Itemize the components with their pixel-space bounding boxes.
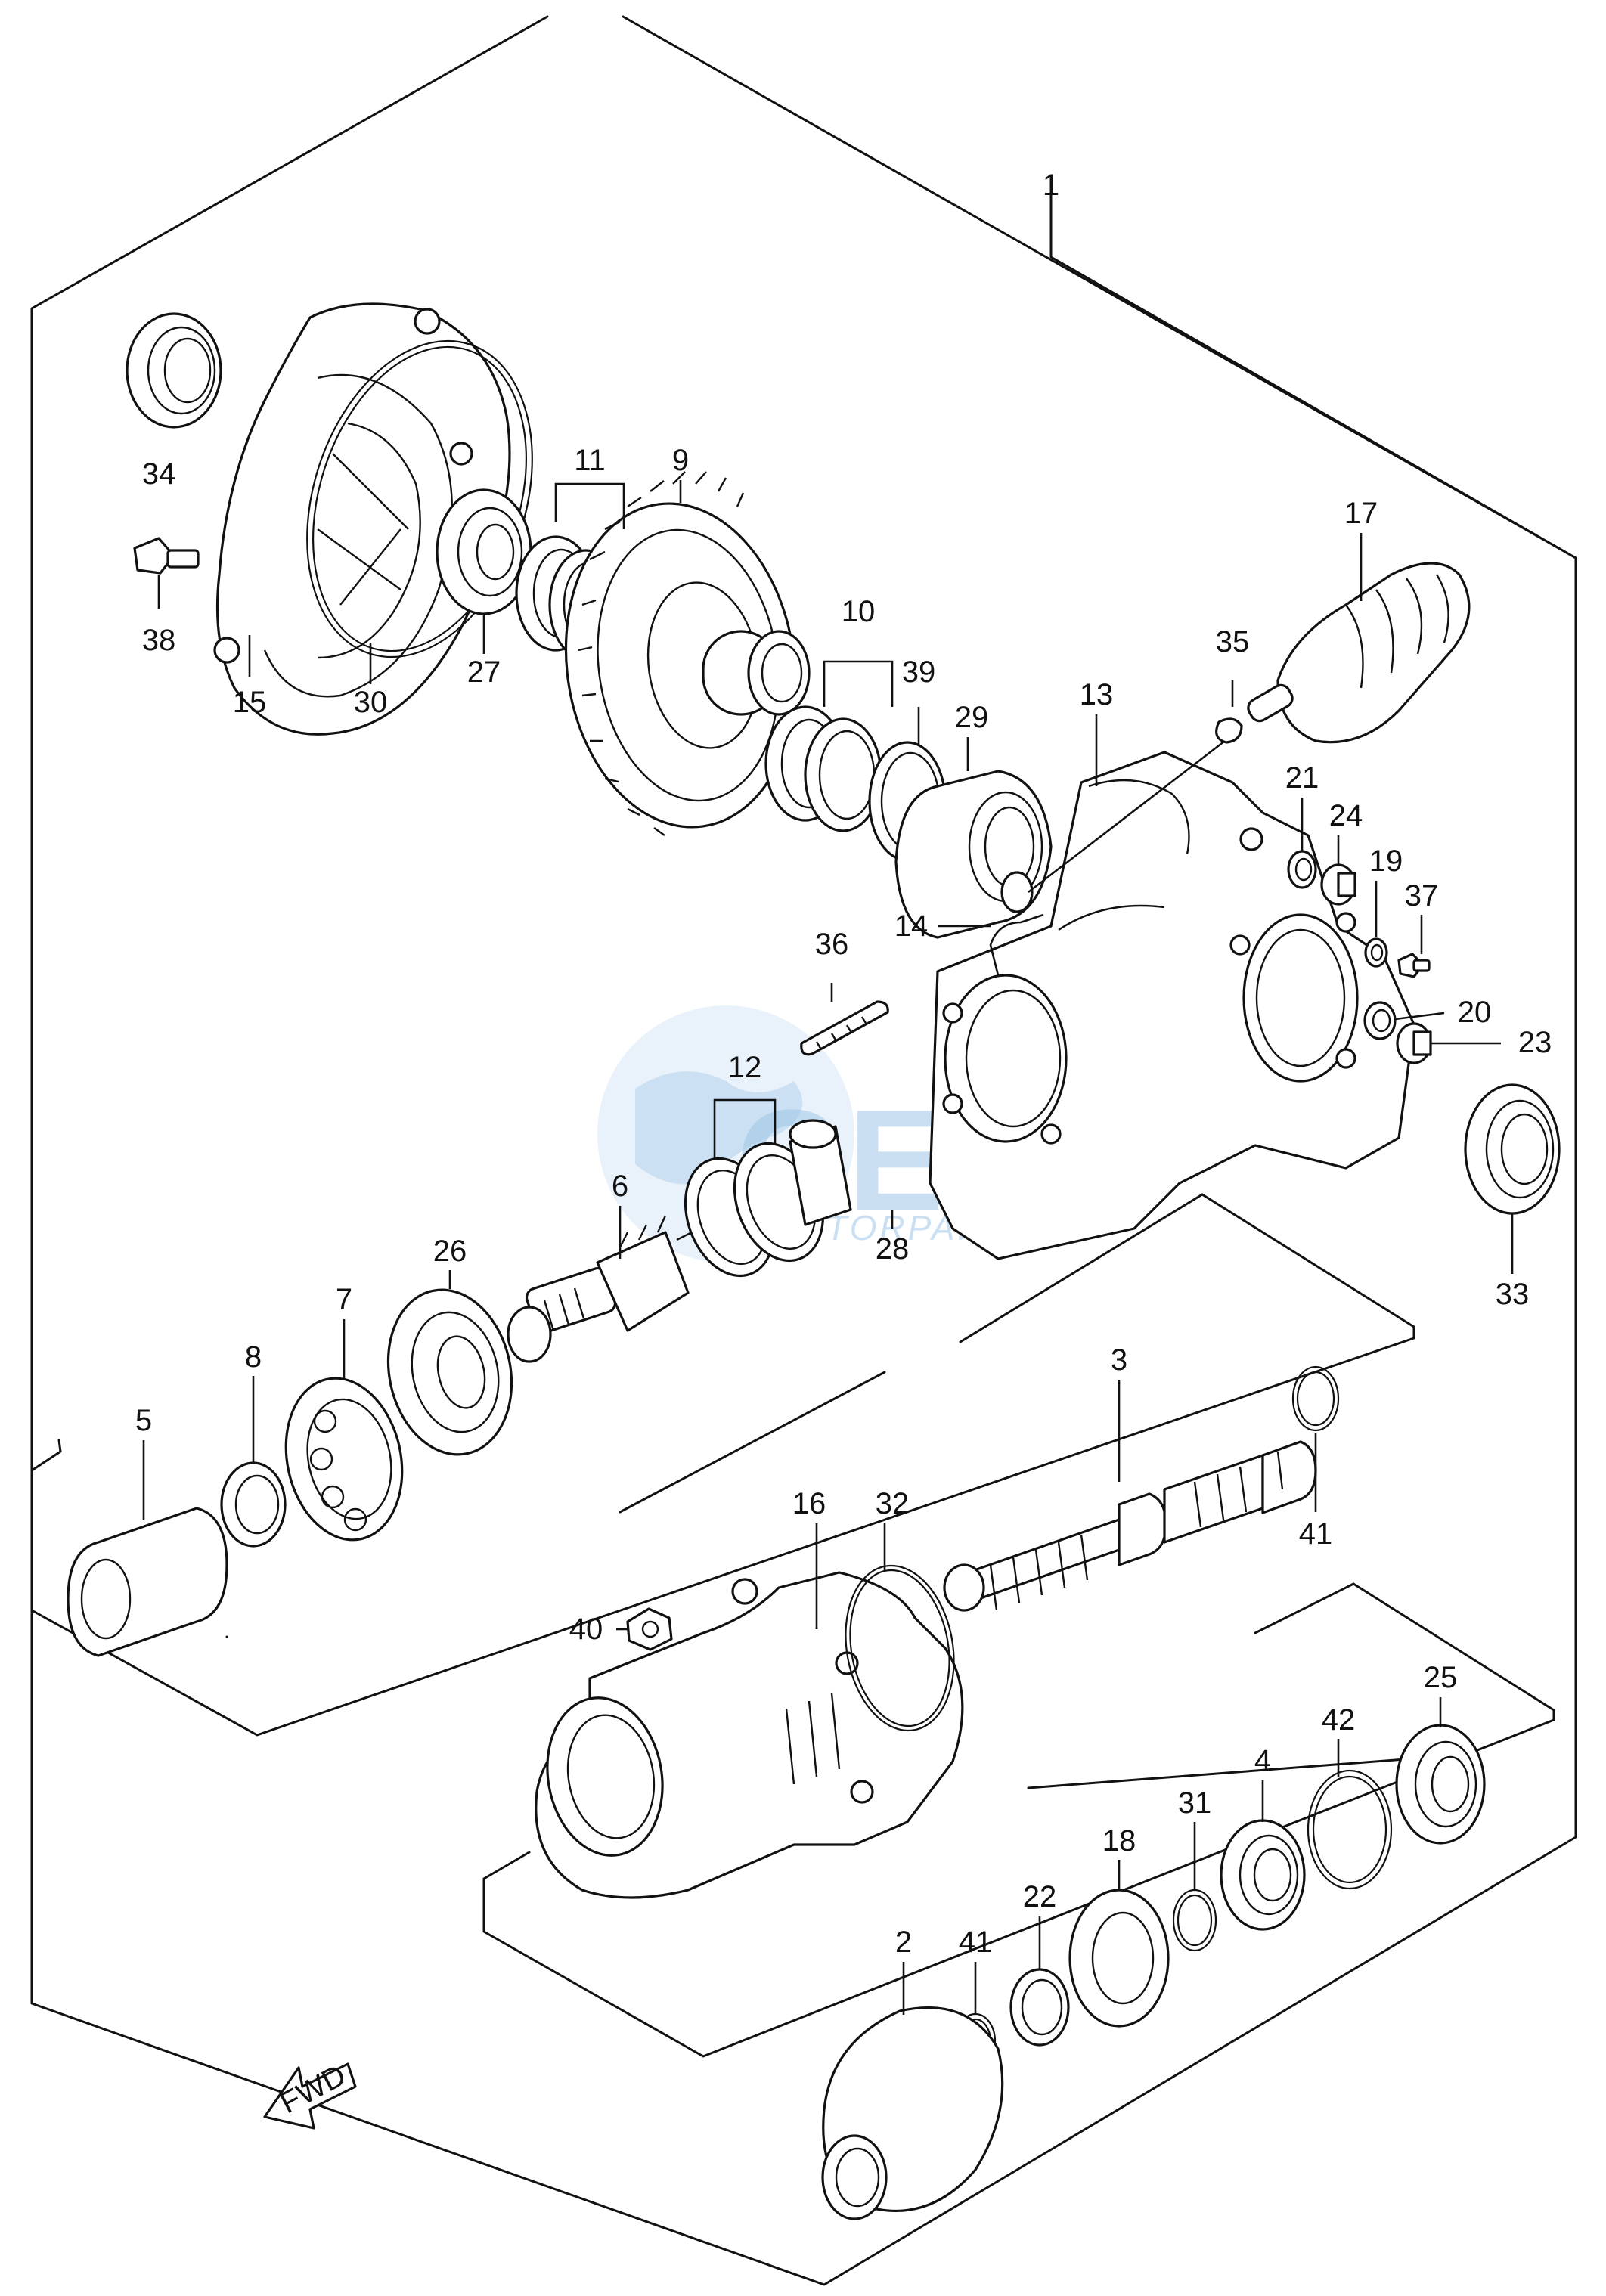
callout-16: 16	[792, 1487, 826, 1520]
part-40-nut	[626, 1607, 673, 1651]
part-20-washer	[1363, 1001, 1397, 1040]
part-7-bearing	[284, 1377, 404, 1542]
part-8-collar	[220, 1461, 287, 1548]
callout-42: 42	[1322, 1703, 1356, 1737]
callout-20: 20	[1458, 996, 1492, 1029]
part-35-clamp	[1215, 717, 1243, 744]
callout-32: 32	[876, 1487, 910, 1520]
callout-26: 26	[433, 1235, 467, 1268]
subgroup-outline-a	[30, 1193, 1415, 1737]
callout-35: 35	[1216, 625, 1250, 658]
part-16-housing	[535, 1571, 964, 1899]
callout-24: 24	[1329, 799, 1363, 832]
callout-18: 18	[1102, 1824, 1136, 1858]
callout-21: 21	[1285, 761, 1319, 795]
callout-2: 2	[895, 1926, 912, 1959]
callout-10: 10	[842, 595, 876, 628]
part-37-bolt	[1397, 953, 1431, 978]
callout-8: 8	[245, 1340, 262, 1374]
part-33-oil-seal	[1464, 1083, 1561, 1215]
part-4-oil-seal	[1220, 1819, 1306, 1931]
callout-34: 34	[142, 457, 176, 491]
part-19-washer	[1364, 937, 1388, 968]
part-21-washer	[1287, 850, 1317, 889]
callout-4: 4	[1254, 1744, 1271, 1777]
callout-6: 6	[612, 1170, 628, 1203]
callout-39: 39	[902, 655, 936, 689]
callout-40: 40	[569, 1613, 603, 1646]
callout-25: 25	[1424, 1661, 1458, 1694]
part-31-o-ring	[1172, 1889, 1217, 1952]
callout-14: 14	[894, 909, 929, 943]
callout-23: 23	[1518, 1026, 1552, 1059]
part-26-bearing	[386, 1288, 513, 1456]
callout-5: 5	[135, 1404, 152, 1437]
callout-1: 1	[1043, 169, 1059, 202]
part-17-boot	[1247, 562, 1471, 744]
callout-31: 31	[1178, 1786, 1212, 1820]
callout-7: 7	[336, 1283, 352, 1316]
callout-36: 36	[815, 928, 849, 961]
part-2-boot	[821, 2006, 1004, 2220]
part-10-shims	[764, 705, 882, 832]
part-22-washer	[1009, 1968, 1070, 2047]
callout-38: 38	[142, 624, 176, 657]
callout-13: 13	[1080, 678, 1114, 711]
callout-12: 12	[728, 1051, 762, 1084]
callout-27: 27	[467, 655, 501, 689]
part-28-needle-bearing	[789, 1119, 852, 1226]
part-18-cover	[1068, 1889, 1170, 2028]
part-5-sleeve	[67, 1507, 228, 1657]
callout-30: 30	[354, 686, 388, 719]
part-3-propeller-shaft	[943, 1440, 1317, 1612]
callout-9: 9	[672, 444, 689, 477]
callout-28: 28	[876, 1232, 910, 1266]
part-41-circlip-upper	[1291, 1365, 1340, 1432]
part-34-oil-seal	[126, 312, 222, 429]
callout-19: 19	[1369, 844, 1403, 878]
fwd-label: FWD	[274, 2059, 351, 2121]
callout-41-upper: 41	[1299, 1517, 1333, 1551]
callout-29: 29	[955, 701, 989, 734]
callout-17: 17	[1344, 497, 1378, 530]
leader-lines	[142, 208, 1514, 2015]
callout-3: 3	[1111, 1343, 1127, 1377]
part-23-plug	[1396, 1022, 1432, 1064]
callout-labels: 1 2 3 4 5 6 7 8 9 10 11 12 13 14 15 16 1…	[135, 169, 1552, 1959]
part-14-breather-pipe	[989, 739, 1226, 976]
callout-11: 11	[574, 444, 606, 477]
part-6-pinion-gear	[507, 1215, 693, 1363]
fwd-arrow-icon: FWD	[263, 2059, 357, 2130]
callout-37: 37	[1405, 879, 1439, 913]
part-9-ring-gear	[564, 471, 811, 836]
callout-15: 15	[233, 686, 267, 719]
part-36-stud	[800, 1000, 889, 1056]
callout-33: 33	[1496, 1278, 1530, 1311]
callout-41-lower: 41	[959, 1926, 993, 1959]
callout-22: 22	[1023, 1880, 1057, 1913]
part-38-bolt	[133, 537, 200, 575]
part-25-bearing	[1395, 1724, 1486, 1845]
part-42-circlip	[1307, 1769, 1393, 1890]
part-15-case-cover	[213, 302, 511, 736]
part-24-plug	[1320, 863, 1356, 906]
